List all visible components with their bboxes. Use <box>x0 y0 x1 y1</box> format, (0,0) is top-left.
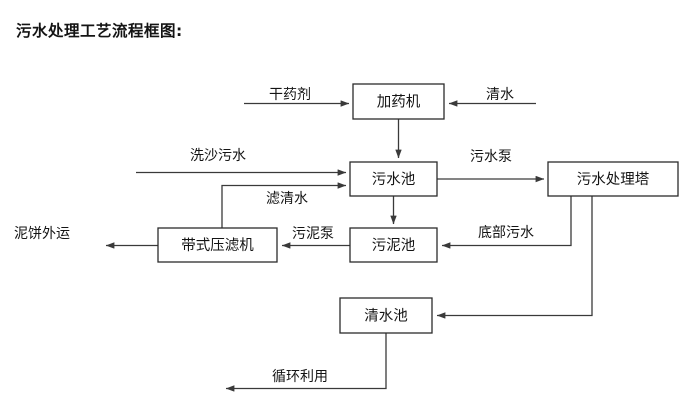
node-label-dosing-machine: 加药机 <box>377 94 421 111</box>
edge-label-recycle: 循环利用 <box>272 369 328 385</box>
edge-label-sludge-pump: 污泥泵 <box>292 226 334 242</box>
node-treatment-tower[interactable]: 污水处理塔 <box>547 161 679 197</box>
edge-recycle-out: 循环利用 <box>225 333 387 392</box>
node-label-sludge-pool: 污泥池 <box>372 237 416 254</box>
edge-mud-cake-out: 泥饼外运 <box>14 226 158 249</box>
edge-label-wastewater-pump: 污水泵 <box>470 149 512 165</box>
edge-bottom-wastewater: 底部污水 <box>441 196 572 249</box>
node-sludge-pool[interactable]: 污泥池 <box>349 227 438 263</box>
node-label-wastewater-pool: 污水池 <box>372 171 416 188</box>
edge-label-mud-cake-out: 泥饼外运 <box>14 226 70 242</box>
edge-sand-wash-wastewater-in: 洗沙污水 <box>136 148 347 176</box>
edge-label-sand-wash-wastewater: 洗沙污水 <box>190 148 246 164</box>
edge-label-bottom-wastewater: 底部污水 <box>478 225 534 241</box>
edge-label-dry-chemical: 干药剂 <box>269 87 311 103</box>
edge-sludge-pump: 污泥泵 <box>281 226 350 249</box>
edge-wastewater-pump: 污水泵 <box>437 149 545 183</box>
node-label-clear-water-pool: 清水池 <box>364 308 408 325</box>
edge-label-clean-water: 清水 <box>486 87 514 103</box>
edge-filtrate-return: 滤清水 <box>221 182 347 228</box>
node-label-treatment-tower: 污水处理塔 <box>577 171 650 188</box>
edge-label-filtrate: 滤清水 <box>266 191 308 207</box>
edge-tower-to-clear-water-pool <box>436 196 593 319</box>
node-clear-water-pool[interactable]: 清水池 <box>339 297 433 334</box>
node-belt-filter-press[interactable]: 带式压滤机 <box>157 227 278 263</box>
node-label-belt-filter-press: 带式压滤机 <box>181 237 254 254</box>
edge-dry-chemical-in: 干药剂 <box>244 87 350 107</box>
edge-clean-water-in: 清水 <box>448 87 536 107</box>
node-wastewater-pool[interactable]: 污水池 <box>349 161 438 197</box>
node-dosing-machine[interactable]: 加药机 <box>352 83 445 120</box>
page-title: 污水处理工艺流程框图: <box>16 22 183 40</box>
